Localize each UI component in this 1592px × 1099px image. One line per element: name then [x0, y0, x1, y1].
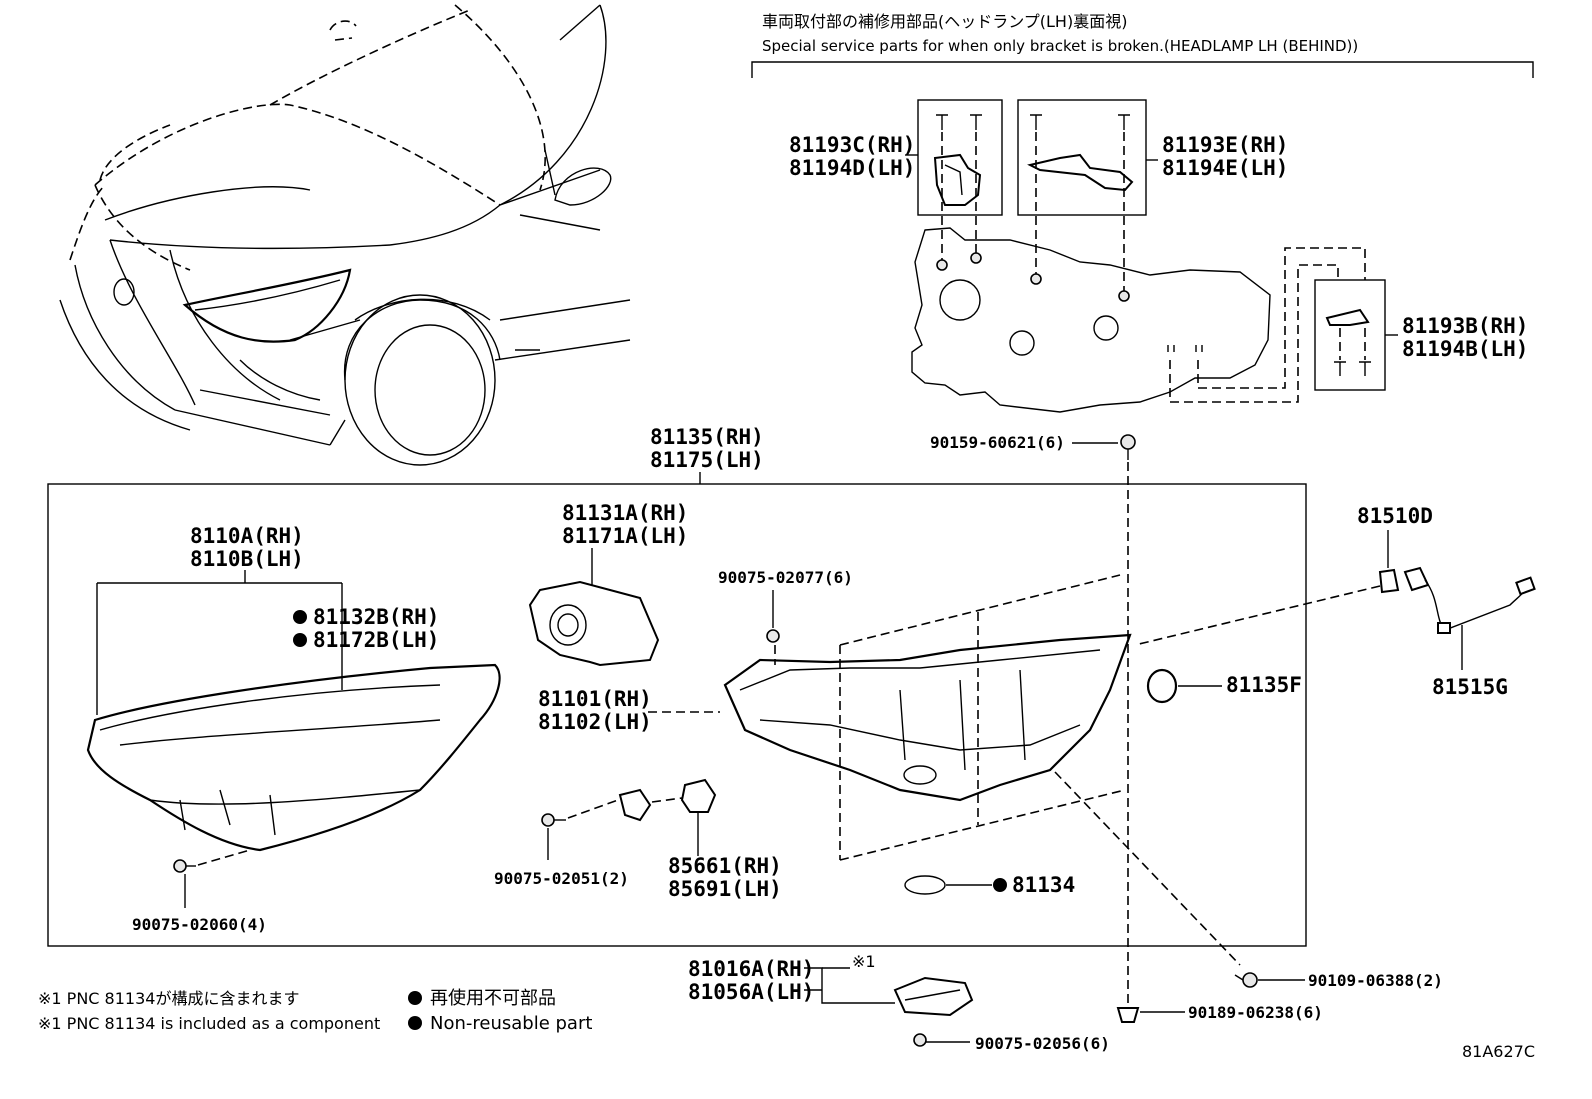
- ballast-ecu-icon: [893, 976, 974, 1017]
- label-81132B-rh: 81132B(RH): [313, 605, 439, 629]
- label-81194D-lh: 81194D(LH): [789, 156, 915, 180]
- screw-icon: [1234, 972, 1258, 988]
- label-81131A-rh: 81131A(RH): [562, 501, 688, 525]
- label-81175-lh: 81175(LH): [650, 448, 764, 472]
- projector-unit-icon: [528, 580, 660, 667]
- label-85691-lh: 85691(LH): [668, 877, 782, 901]
- label-8110B-lh: 8110B(LH): [190, 547, 304, 571]
- label-81510D: 81510D: [1357, 504, 1433, 528]
- bracket-81193C-icon: [933, 153, 982, 206]
- label-81172B-lh: 81172B(LH): [313, 628, 439, 652]
- screw-icon: [1120, 434, 1136, 460]
- cap-81135F-icon: [1146, 668, 1178, 704]
- legend-dot-icon: [408, 1016, 422, 1030]
- legend-dot-icon: [408, 991, 422, 1005]
- label-81135F: 81135F: [1226, 673, 1302, 697]
- screw-icon: [173, 859, 196, 873]
- label-81134: 81134: [1012, 873, 1075, 897]
- label-90075-02056: 90075-02056(6): [975, 1034, 1110, 1053]
- note-jp: ※1 PNC 81134が構成に含まれます: [38, 989, 299, 1008]
- label-81056A-lh: 81056A(LH): [688, 980, 814, 1004]
- legend-en: Non-reusable part: [430, 1013, 592, 1034]
- bulb-85661-icon: [680, 778, 717, 813]
- label-90075-02051: 90075-02051(2): [494, 869, 629, 888]
- note-mark: ※1: [852, 952, 876, 971]
- header-jp-title: 車両取付部の補修用部品(ヘッドランプ(LH)裏面視): [762, 12, 1127, 31]
- label-90189-06238: 90189-06238(6): [1188, 1003, 1323, 1022]
- label-81193C-rh: 81193C(RH): [789, 133, 915, 157]
- vehicle-illustration: [59, 4, 631, 466]
- screw-icon: [1030, 114, 1130, 130]
- headlamp-lens-icon: [86, 663, 501, 852]
- o-ring-icon: [904, 875, 946, 895]
- kit-box-81193E: [1017, 99, 1147, 216]
- kit-box-81193C: [917, 99, 1003, 216]
- headlamp-back-view: [911, 227, 1271, 413]
- label-81193B-rh: 81193B(RH): [1402, 314, 1528, 338]
- legend-jp: 再使用不可部品: [430, 988, 556, 1009]
- label-90109-06388: 90109-06388(2): [1308, 971, 1443, 990]
- socket-icon: [1403, 566, 1430, 592]
- screw-icon: [766, 629, 780, 643]
- bulb-81510D-icon: [1378, 568, 1400, 594]
- label-81171A-lh: 81171A(LH): [562, 524, 688, 548]
- figure-code: 81A627C: [1462, 1042, 1535, 1061]
- bracket-81193E-icon: [1027, 153, 1134, 192]
- screw-icon: [541, 813, 566, 827]
- label-85661-rh: 85661(RH): [668, 854, 782, 878]
- label-81515G: 81515G: [1432, 675, 1508, 699]
- socket-icon: [618, 788, 652, 822]
- label-8110A-rh: 8110A(RH): [190, 524, 304, 548]
- note-en: ※1 PNC 81134 is included as a component: [38, 1014, 380, 1033]
- label-81194B-lh: 81194B(LH): [1402, 337, 1528, 361]
- non-reusable-dot-icon: [993, 878, 1007, 892]
- screw-icon: [936, 114, 982, 130]
- header-bracket: [751, 61, 1534, 78]
- label-90075-02077: 90075-02077(6): [718, 568, 853, 587]
- clip-icon: [1116, 1007, 1140, 1023]
- screw-icon: [913, 1033, 970, 1047]
- non-reusable-dot-icon: [293, 633, 307, 647]
- bracket-81193B-icon: [1325, 308, 1370, 326]
- label-81016A-rh: 81016A(RH): [688, 957, 814, 981]
- label-90159-60621: 90159-60621(6): [930, 433, 1065, 452]
- headlamp-housing-icon: [723, 633, 1132, 802]
- header-en-title: Special service parts for when only brac…: [762, 37, 1358, 55]
- assembly-box-81135: [47, 483, 1307, 947]
- non-reusable-dot-icon: [293, 610, 307, 624]
- label-81193E-rh: 81193E(RH): [1162, 133, 1288, 157]
- label-90075-02060: 90075-02060(4): [132, 915, 267, 934]
- label-81194E-lh: 81194E(LH): [1162, 156, 1288, 180]
- label-81102-lh: 81102(LH): [538, 710, 652, 734]
- label-81101-rh: 81101(RH): [538, 687, 652, 711]
- kit-box-81193B: [1314, 279, 1386, 391]
- label-81135-rh: 81135(RH): [650, 425, 764, 449]
